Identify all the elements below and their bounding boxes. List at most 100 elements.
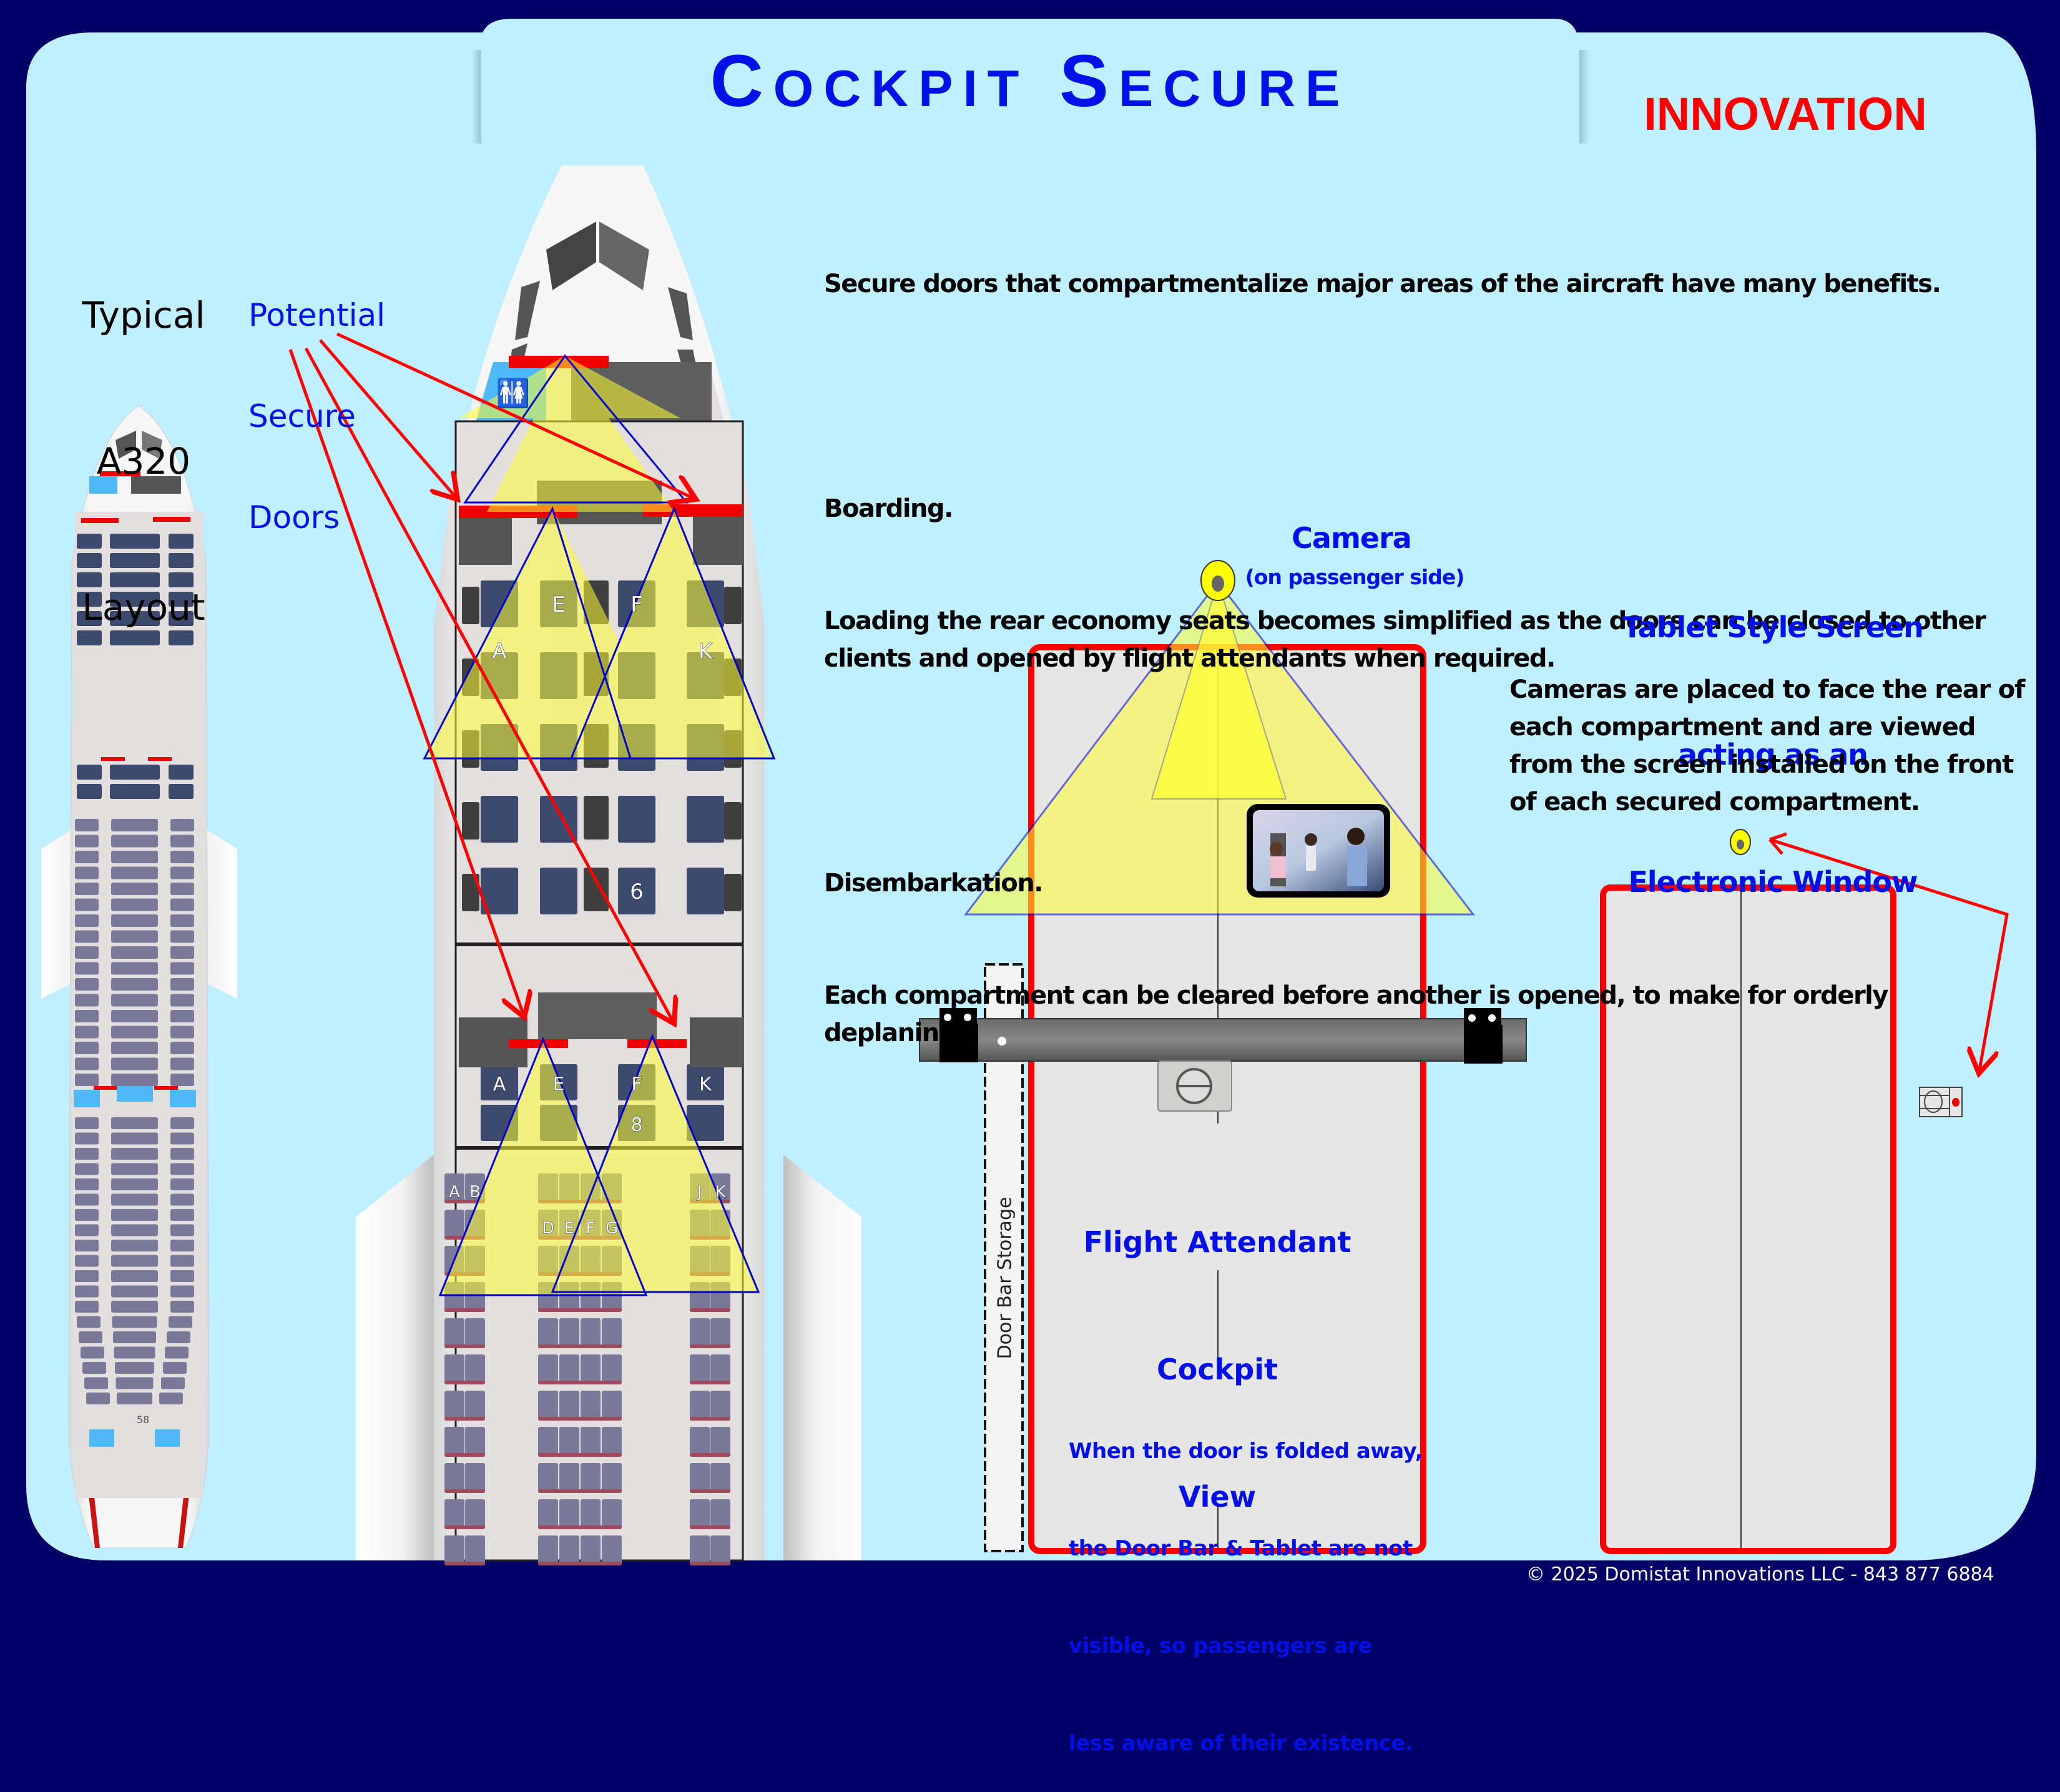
small-economy-seat bbox=[170, 1163, 194, 1175]
galley-2 bbox=[538, 992, 657, 1039]
small-economy-seat bbox=[159, 1393, 183, 1404]
economy-seat bbox=[602, 1391, 622, 1421]
fa-view-line: Cockpit bbox=[1157, 1353, 1278, 1386]
typical-layout-line: A320 bbox=[96, 440, 191, 482]
economy-seat bbox=[581, 1535, 601, 1565]
economy-seat bbox=[710, 1427, 730, 1457]
economy-seat bbox=[465, 1427, 485, 1457]
small-economy-seat bbox=[75, 1010, 99, 1022]
windshield-right bbox=[599, 222, 649, 290]
small-economy-seat bbox=[75, 1193, 99, 1206]
business-console bbox=[462, 802, 479, 840]
benefits-lead: Secure doors that compartmentalize major… bbox=[824, 270, 1941, 298]
typical-layout-line: Layout bbox=[82, 586, 205, 629]
economy-seat bbox=[690, 1427, 710, 1457]
small-economy-seat bbox=[75, 1074, 99, 1086]
small-lavatory-rear-right bbox=[155, 1429, 180, 1447]
small-door-3l bbox=[94, 1086, 117, 1090]
small-economy-seat bbox=[111, 1285, 158, 1298]
small-economy-seat bbox=[111, 930, 158, 943]
economy-seat bbox=[581, 1391, 601, 1421]
small-economy-seat bbox=[75, 1255, 99, 1267]
cone-1r bbox=[574, 509, 774, 758]
benefits-text: Secure doors that compartmentalize major… bbox=[824, 190, 1998, 1089]
economy-seat-letter: D bbox=[542, 1219, 554, 1238]
small-row-label-58: 58 bbox=[137, 1414, 149, 1426]
seat-trim bbox=[444, 1200, 485, 1203]
door-bar bbox=[919, 1018, 1527, 1062]
large-right-wing bbox=[783, 1155, 861, 1560]
economy-seat bbox=[559, 1391, 579, 1421]
business-seat bbox=[481, 796, 518, 843]
small-business-seat bbox=[169, 572, 194, 587]
small-economy-seat bbox=[75, 819, 99, 831]
economy-seat bbox=[581, 1354, 601, 1384]
folded-door-note: When the door is folded away, the Door B… bbox=[1069, 1370, 1423, 1792]
seat-trim bbox=[444, 1562, 485, 1565]
cone-outlines bbox=[423, 354, 776, 1296]
seat-trim bbox=[538, 1308, 622, 1312]
economy-seat bbox=[559, 1535, 579, 1565]
economy-seat bbox=[581, 1499, 601, 1529]
small-economy-seat bbox=[75, 930, 99, 943]
small-economy-seat bbox=[75, 883, 99, 895]
small-economy-seat bbox=[170, 1148, 194, 1160]
small-economy-seat bbox=[167, 1331, 190, 1343]
typical-layout-label: Typical A320 Layout bbox=[56, 193, 231, 680]
small-economy-seat bbox=[111, 1057, 158, 1070]
bolt bbox=[1468, 1014, 1476, 1022]
economy-seat-letter: A bbox=[449, 1183, 460, 1202]
economy-seat bbox=[710, 1391, 730, 1421]
small-economy-seat bbox=[82, 1362, 106, 1374]
business-seat bbox=[618, 868, 655, 914]
seat-trim bbox=[538, 1381, 622, 1384]
seat-trim bbox=[444, 1308, 485, 1312]
economy-seat bbox=[559, 1318, 579, 1348]
seat-trim bbox=[444, 1489, 485, 1493]
camera-cone-narrow bbox=[1150, 579, 1287, 800]
economy-seat bbox=[559, 1499, 579, 1529]
small-business-seat bbox=[110, 553, 160, 568]
bolt bbox=[944, 1014, 951, 1021]
small-economy-seat bbox=[111, 1074, 158, 1086]
bolt bbox=[964, 1014, 971, 1021]
small-economy-seat bbox=[170, 883, 194, 895]
small-economy-seat bbox=[115, 1362, 154, 1374]
seat-trim bbox=[538, 1344, 622, 1348]
small-business-seat bbox=[77, 784, 102, 799]
section-heading-disembarkation: Disembarkation. bbox=[824, 869, 1043, 898]
small-economy-seat bbox=[161, 1377, 185, 1389]
folded-note-line: visible, so passengers are bbox=[1069, 1633, 1372, 1658]
small-economy-seat bbox=[84, 1377, 108, 1389]
small-economy-seat bbox=[170, 898, 194, 911]
small-economy-seat bbox=[170, 914, 194, 927]
seat-trim bbox=[538, 1453, 622, 1457]
small-economy-seat bbox=[169, 1316, 192, 1328]
cone-outline-2l bbox=[438, 1036, 648, 1296]
small-economy-seat bbox=[170, 1026, 194, 1039]
small-row-58-gap bbox=[125, 1412, 161, 1426]
small-economy-seat bbox=[75, 1057, 99, 1070]
seat-trim bbox=[690, 1344, 730, 1348]
economy-seat bbox=[538, 1318, 558, 1348]
folded-note-line: less aware of their existence. bbox=[1069, 1731, 1413, 1756]
seat-trim bbox=[690, 1453, 730, 1457]
arrow-segment bbox=[1769, 838, 2009, 1074]
economy-seat bbox=[444, 1535, 464, 1565]
economy-seat bbox=[710, 1354, 730, 1384]
small-business-seat bbox=[169, 553, 194, 568]
section-heading-boarding: Boarding. bbox=[824, 494, 953, 523]
economy-seat bbox=[444, 1427, 464, 1457]
seat-letter-f: F bbox=[630, 592, 643, 617]
economy-seat bbox=[538, 1427, 558, 1457]
small-economy-seat bbox=[111, 946, 158, 959]
small-economy-seat bbox=[111, 994, 158, 1007]
seat-trim bbox=[690, 1417, 730, 1421]
small-door-3r bbox=[154, 1086, 178, 1090]
small-economy-seat bbox=[77, 1316, 101, 1328]
seat-letter-a-2: A bbox=[493, 1074, 506, 1095]
section-body-boarding: Loading the rear economy seats becomes s… bbox=[824, 607, 1986, 673]
business-console bbox=[724, 802, 742, 840]
small-economy-seat bbox=[170, 946, 194, 959]
title-tab-shadow-right bbox=[1579, 50, 1589, 144]
